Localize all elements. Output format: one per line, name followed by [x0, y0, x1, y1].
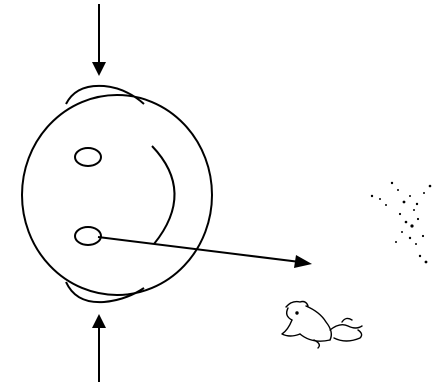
face-mouth — [152, 146, 175, 244]
face-eye-lower — [75, 227, 101, 245]
arrow-right-icon — [98, 237, 312, 268]
arrow-up-icon — [92, 314, 106, 382]
face-eye-upper — [75, 148, 101, 166]
scattered-dots-icon — [371, 182, 432, 264]
arrow-down-icon — [92, 4, 106, 76]
face-head — [22, 95, 212, 295]
rotated-face-icon — [22, 86, 212, 302]
lying-dog-icon — [282, 302, 362, 349]
